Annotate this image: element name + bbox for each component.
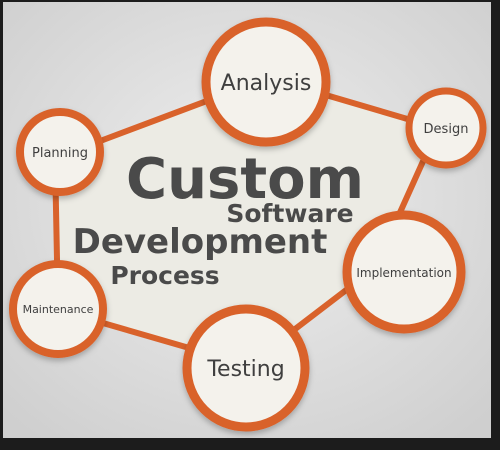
node-design (405, 87, 487, 169)
node-design-label: Design (424, 122, 469, 137)
node-maintenance (9, 260, 107, 358)
node-testing-circle (182, 304, 310, 432)
node-analysis (201, 17, 331, 147)
node-analysis-label: Analysis (221, 71, 312, 96)
title-custom: Custom (126, 147, 364, 212)
title-software: Software (226, 199, 353, 228)
node-maintenance-circle (9, 260, 107, 358)
node-implementation-label: Implementation (356, 266, 451, 280)
node-planning (16, 108, 104, 196)
node-planning-circle (16, 108, 104, 196)
node-maintenance-label: Maintenance (23, 303, 94, 316)
node-testing (182, 304, 310, 432)
node-implementation-circle (342, 210, 466, 334)
node-implementation (342, 210, 466, 334)
node-testing-label: Testing (206, 357, 284, 382)
title-process: Process (110, 261, 219, 290)
node-design-circle (405, 87, 487, 169)
node-planning-label: Planning (32, 146, 88, 161)
title-development: Development (73, 222, 328, 262)
node-analysis-circle (201, 17, 331, 147)
